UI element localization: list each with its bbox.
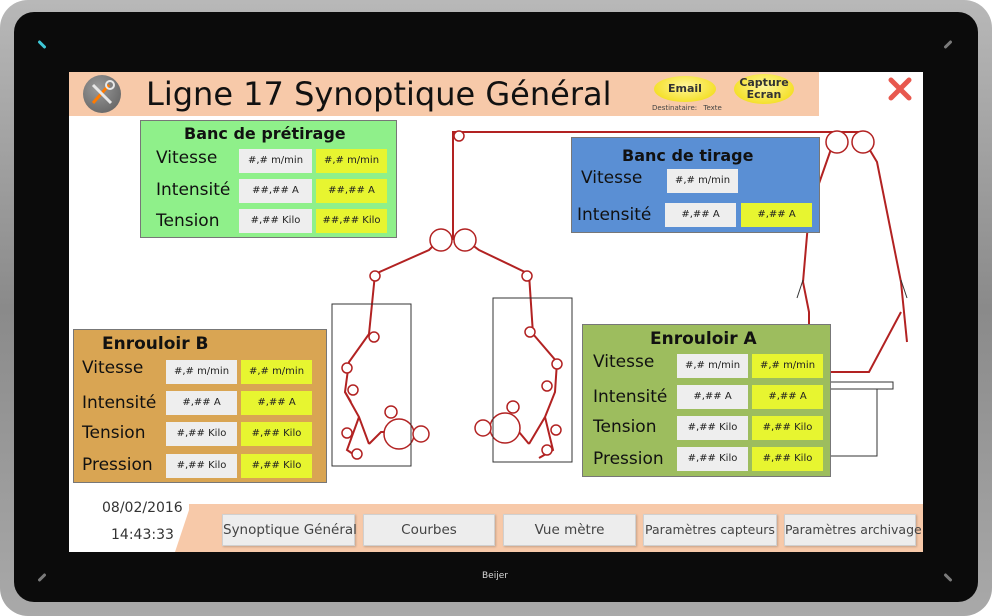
value-tension-actual: #,## Kilo xyxy=(166,422,237,446)
capture-label-line2: Ecran xyxy=(746,88,782,101)
label-vitesse: Vitesse xyxy=(581,168,643,188)
panel-enrouloir-b: Enrouloir B Vitesse #,# m/min #,# m/min … xyxy=(73,329,327,483)
nav-parametres-capteurs[interactable]: Paramètres capteurs xyxy=(643,514,777,546)
email-button[interactable]: Email xyxy=(654,76,716,102)
label-intensite: Intensité xyxy=(82,393,157,413)
panel-title: Banc de tirage xyxy=(622,146,754,165)
recipient-field[interactable]: Destinataire: Texte xyxy=(652,104,722,112)
bottom-nav: Synoptique Général Courbes Vue mètre Par… xyxy=(69,502,923,552)
value-intensite-actual: #,## A xyxy=(166,391,237,415)
capture-screen-button[interactable]: Capture Ecran xyxy=(734,74,794,104)
current-time: 14:43:33 xyxy=(111,527,174,543)
panel-title: Banc de prétirage xyxy=(184,124,346,143)
recipient-label: Destinataire: xyxy=(652,104,698,112)
value-tension-setpoint[interactable]: #,## Kilo xyxy=(752,416,823,440)
panel-enrouloir-a: Enrouloir A Vitesse #,# m/min #,# m/min … xyxy=(582,324,831,477)
nav-vue-metre[interactable]: Vue mètre xyxy=(503,514,636,546)
value-pression-actual: #,## Kilo xyxy=(677,447,748,471)
value-vitesse-actual: #,# m/min xyxy=(677,354,748,378)
label-pression: Pression xyxy=(593,449,664,469)
hmi-screen: Ligne 17 Synoptique Général Email Captur… xyxy=(69,72,923,552)
value-intensite-actual: #,## A xyxy=(677,385,748,409)
value-intensite-setpoint[interactable]: #,## A xyxy=(741,203,812,227)
panel-title: Enrouloir B xyxy=(102,334,209,354)
label-tension: Tension xyxy=(156,211,220,231)
value-pression-setpoint[interactable]: #,## Kilo xyxy=(752,447,823,471)
value-intensite-setpoint[interactable]: ##,## A xyxy=(316,179,387,203)
header-bar-tail xyxy=(804,72,818,116)
capture-label-line1: Capture xyxy=(739,76,789,89)
label-intensite: Intensité xyxy=(593,387,668,407)
value-vitesse-setpoint[interactable]: #,# m/min xyxy=(241,360,312,384)
label-tension: Tension xyxy=(82,423,146,443)
value-tension-actual: #,## Kilo xyxy=(677,416,748,440)
value-vitesse-actual: #,# m/min xyxy=(166,360,237,384)
brand-logo: Beijer xyxy=(482,571,508,581)
current-date: 08/02/2016 xyxy=(102,500,183,516)
value-tension-setpoint[interactable]: ##,## Kilo xyxy=(316,209,387,233)
recipient-value: Texte xyxy=(703,104,722,112)
label-vitesse: Vitesse xyxy=(156,148,218,168)
nav-parametres-archivage[interactable]: Paramètres archivage xyxy=(784,514,922,546)
value-pression-actual: #,## Kilo xyxy=(166,454,237,478)
value-vitesse-setpoint[interactable]: #,# m/min xyxy=(316,149,387,173)
value-tension-actual: #,## Kilo xyxy=(239,209,312,233)
panel-title: Enrouloir A xyxy=(650,329,757,349)
page-title: Ligne 17 Synoptique Général xyxy=(146,75,612,113)
label-pression: Pression xyxy=(82,455,153,475)
label-intensite: Intensité xyxy=(577,205,652,225)
value-intensite-actual: #,## A xyxy=(665,203,736,227)
label-vitesse: Vitesse xyxy=(593,352,655,372)
value-vitesse-setpoint[interactable]: #,# m/min xyxy=(752,354,823,378)
value-intensite-setpoint[interactable]: #,## A xyxy=(241,391,312,415)
label-intensite: Intensité xyxy=(156,180,231,200)
value-vitesse-actual: #,# m/min xyxy=(239,149,312,173)
nav-bar-slant xyxy=(175,504,191,552)
value-pression-setpoint[interactable]: #,## Kilo xyxy=(241,454,312,478)
nav-synoptique-general[interactable]: Synoptique Général xyxy=(222,514,357,546)
close-icon[interactable] xyxy=(887,76,913,102)
label-tension: Tension xyxy=(593,417,657,437)
value-intensite-setpoint[interactable]: #,## A xyxy=(752,385,823,409)
value-tension-setpoint[interactable]: #,## Kilo xyxy=(241,422,312,446)
tools-icon[interactable] xyxy=(83,75,121,113)
value-vitesse-actual: #,# m/min xyxy=(667,169,738,193)
nav-courbes[interactable]: Courbes xyxy=(363,514,495,546)
value-intensite-actual: ##,## A xyxy=(239,179,312,203)
label-vitesse: Vitesse xyxy=(82,358,144,378)
panel-banc-tirage: Banc de tirage Vitesse #,# m/min Intensi… xyxy=(571,137,820,233)
panel-banc-pretirage: Banc de prétirage Vitesse #,# m/min #,# … xyxy=(140,120,397,238)
